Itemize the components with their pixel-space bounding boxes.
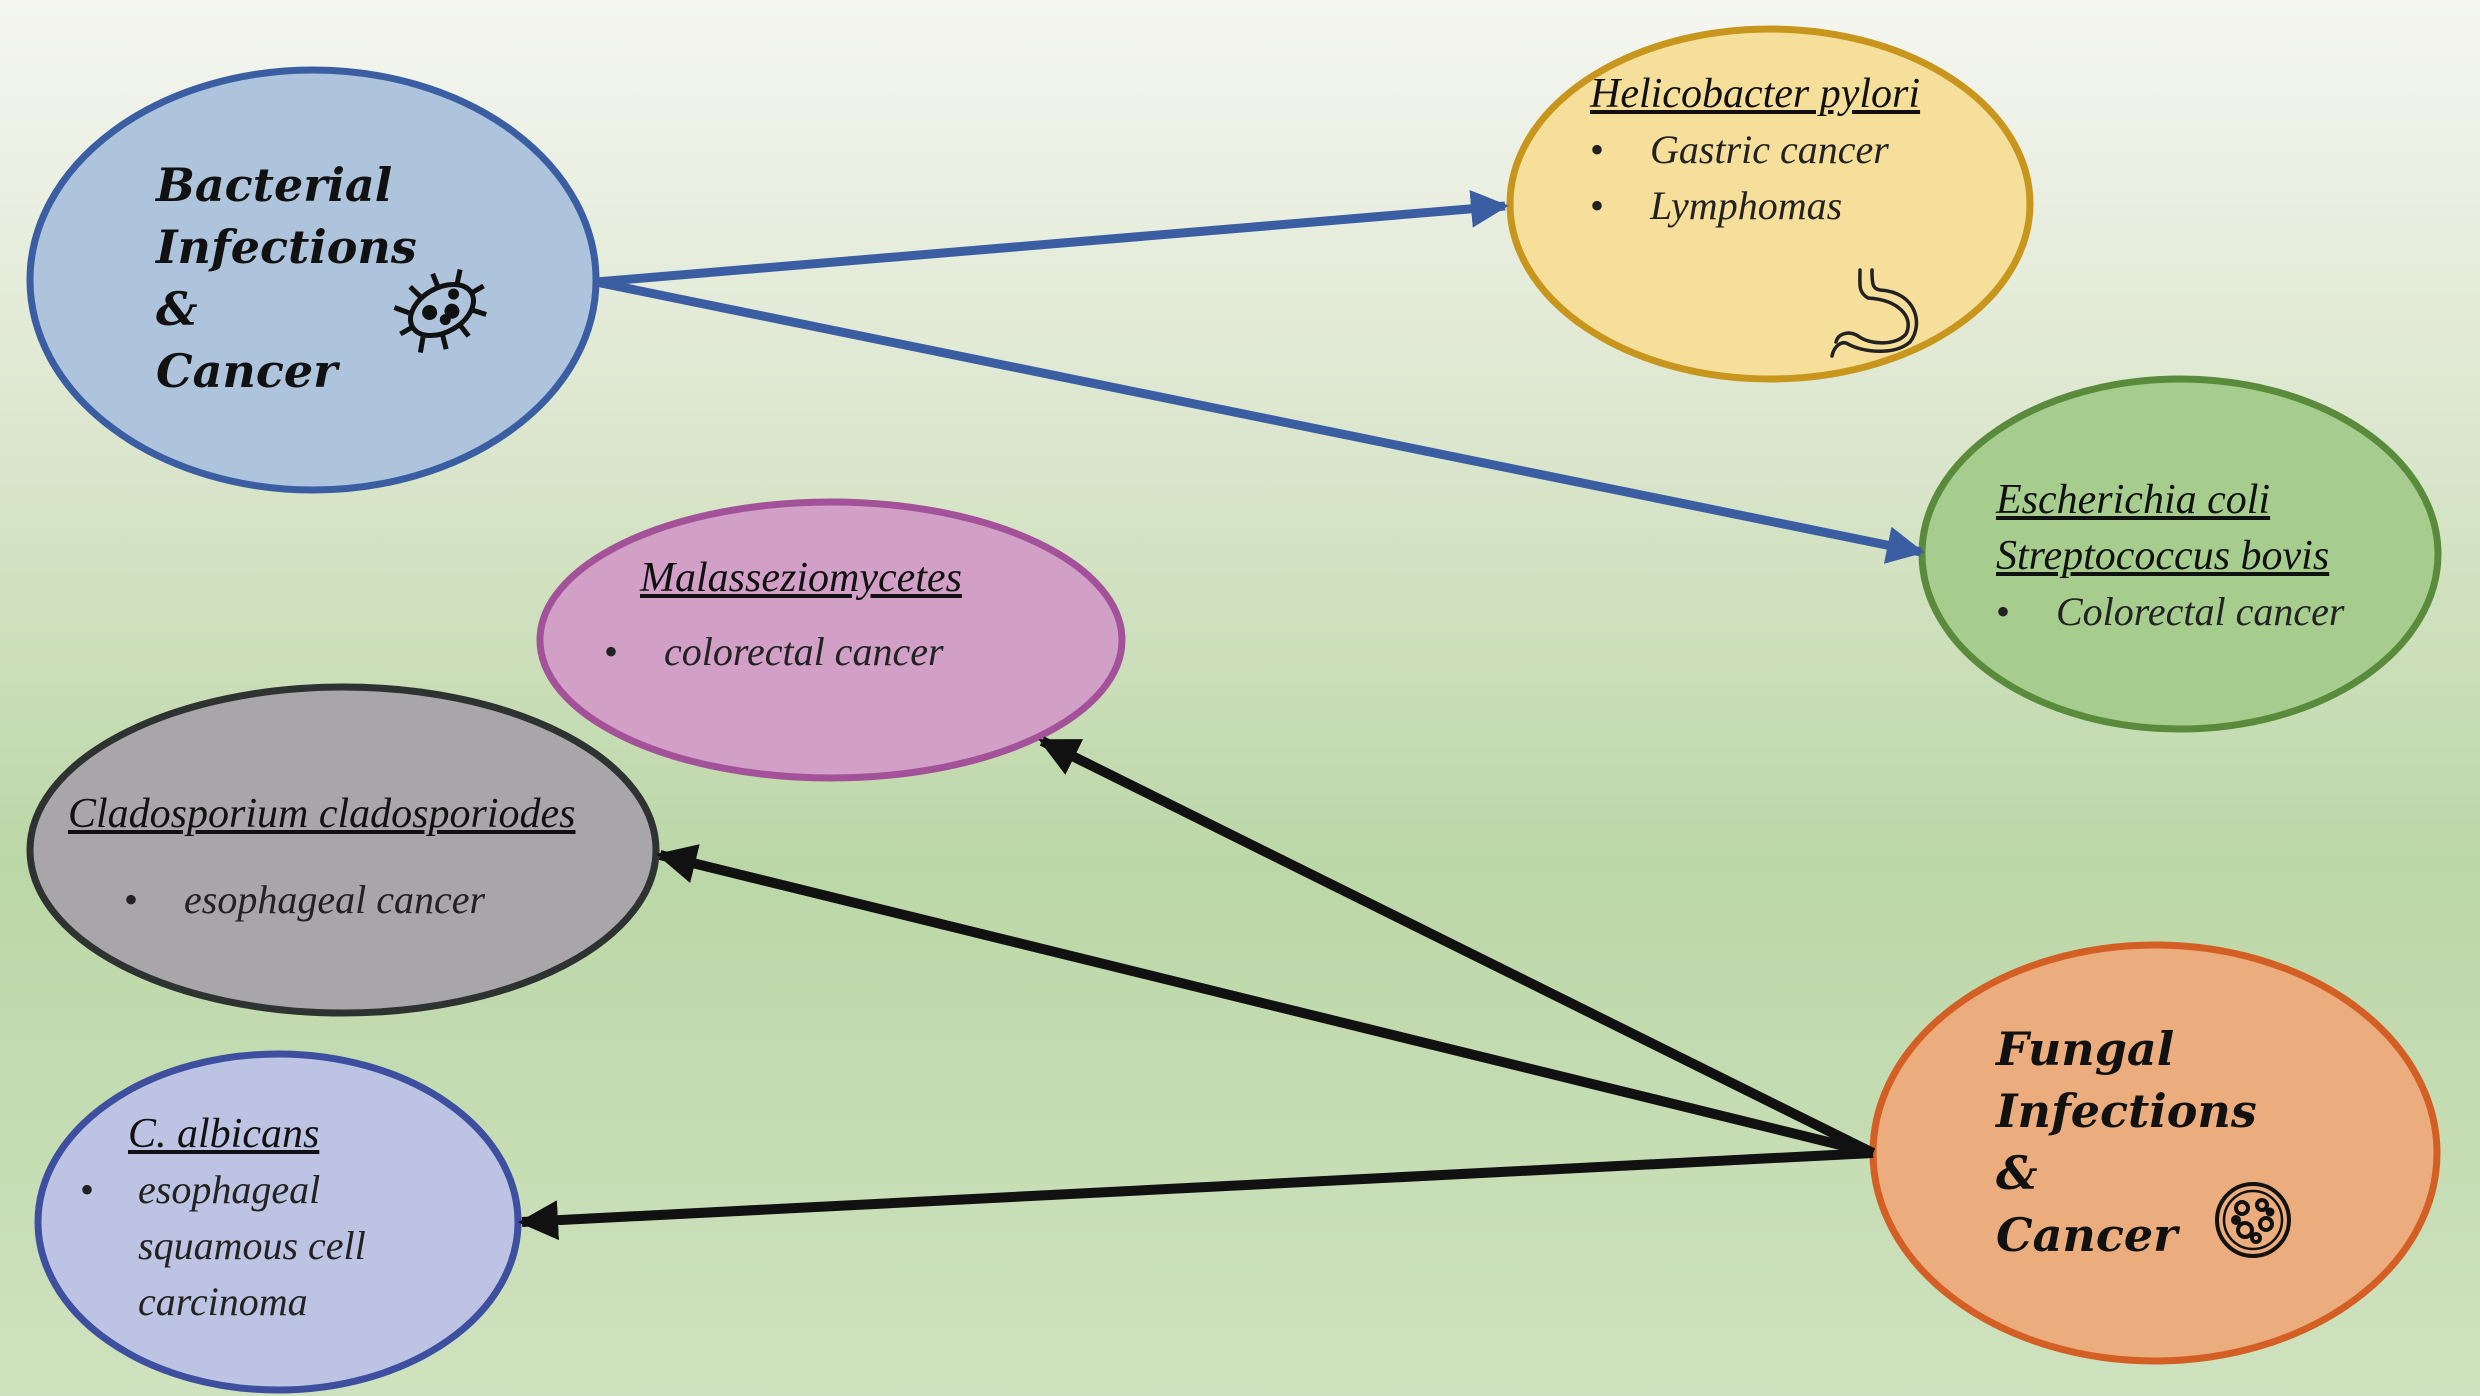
fungal-hub-line: Fungal	[1996, 1022, 2175, 1076]
bacterial-hub-line: &	[156, 282, 198, 336]
pylori-text: Helicobacter pylori • Gastric cancer • Lym…	[1590, 66, 1920, 234]
cladosporium-cancer-item: • esophageal cancer	[68, 872, 576, 928]
coli-organism: Escherichia coli	[1996, 477, 2271, 523]
arrow-fungal-to-malassezia	[1038, 736, 1876, 1158]
arrow-bacterial-to-coli	[595, 277, 1925, 564]
malassezia-organism: Malasseziomycetes	[640, 555, 962, 601]
albicans-organism: C. albicans	[128, 1111, 320, 1157]
bullet: •	[80, 1167, 95, 1212]
fungal-cell-icon	[2215, 1182, 2291, 1258]
pylori-cancer-label: Gastric cancer	[1650, 127, 1889, 172]
arrow-fungal-to-albicans	[518, 1148, 1874, 1241]
albicans-cancer-item: • esophageal squamous cell carcinoma	[80, 1162, 420, 1330]
coli-cancer-item: • Colorectal cancer	[1996, 584, 2344, 640]
coli-organism: Streptococcus bovis	[1996, 533, 2330, 579]
bacterial-hub-line: Bacterial	[156, 158, 393, 212]
albicans-ellipse	[34, 1050, 522, 1394]
pylori-cancer-item: • Lymphomas	[1590, 178, 1920, 234]
stomach-icon	[1830, 268, 1919, 358]
albicans-text: C. albicans • esophageal squamous cell c…	[80, 1106, 420, 1330]
pylori-cancer-label: Lymphomas	[1650, 183, 1843, 228]
bacterial-hub-line: Cancer	[156, 344, 338, 398]
cladosporium-organism: Cladosporium cladosporiodes	[68, 791, 576, 837]
arrow-fungal-to-cladosporium	[656, 844, 1875, 1158]
bullet: •	[1996, 589, 2011, 634]
malassezia-cancer-label: colorectal cancer	[664, 629, 944, 674]
bacterial-hub-title: Bacterial Infections & Cancer	[156, 154, 417, 402]
bacterium-icon	[393, 268, 487, 353]
bacterial-hub-line: Infections	[156, 220, 417, 274]
bullet: •	[124, 877, 139, 922]
malassezia-cancer-item: • colorectal cancer	[604, 624, 962, 680]
malassezia-text: Malasseziomycetes • colorectal cancer	[604, 550, 962, 680]
arrow-bacterial-to-pylori	[595, 190, 1509, 287]
fungal-hub-title: Fungal Infections & Cancer	[1996, 1018, 2257, 1266]
pylori-cancer-item: • Gastric cancer	[1590, 122, 1920, 178]
albicans-cancer-label: esophageal squamous cell carcinoma	[138, 1167, 366, 1324]
pylori-organism: Helicobacter pylori	[1590, 71, 1921, 117]
fungal-hub-line: Cancer	[1996, 1208, 2178, 1262]
coli-cancer-label: Colorectal cancer	[2056, 589, 2345, 634]
fungal-hub-line: &	[1996, 1146, 2038, 1200]
bullet: •	[604, 629, 619, 674]
cladosporium-text: Cladosporium cladosporiodes • esophageal …	[68, 786, 576, 928]
cladosporium-cancer-label: esophageal cancer	[184, 877, 486, 922]
bullet: •	[1590, 183, 1605, 228]
bullet: •	[1590, 127, 1605, 172]
fungal-hub-line: Infections	[1996, 1084, 2257, 1138]
coli-text: Escherichia coli Streptococcus bovis • Co…	[1996, 472, 2344, 640]
cladosporium-ellipse	[26, 683, 660, 1017]
malassezia-ellipse	[536, 498, 1126, 782]
pylori-ellipse	[1506, 25, 2034, 383]
